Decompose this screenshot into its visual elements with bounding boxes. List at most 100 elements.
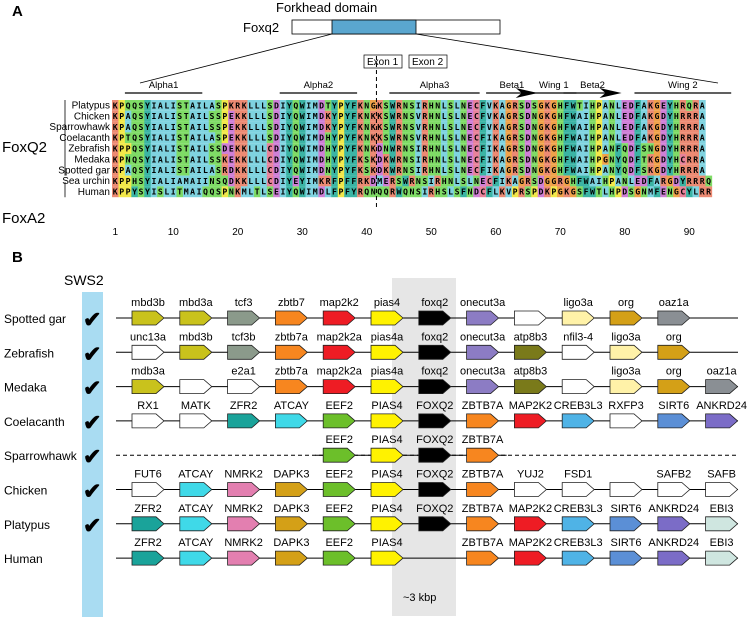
- residue-letter: G: [551, 176, 556, 186]
- residue-letter: D: [274, 133, 279, 143]
- residue-cell: [698, 164, 706, 176]
- residue-cell: [324, 175, 332, 187]
- residue-cell: [215, 132, 222, 144]
- residue-cell: [389, 100, 397, 111]
- residue-letter: H: [590, 133, 595, 143]
- residue-letter: K: [235, 122, 240, 132]
- residue-cell: [544, 100, 551, 111]
- residue-cell: [382, 143, 390, 154]
- residue-letter: A: [700, 111, 705, 121]
- residue-letter: F: [577, 176, 582, 186]
- residue-letter: R: [429, 187, 434, 197]
- gene-arrow: [274, 379, 309, 395]
- residue-cell: [492, 143, 500, 154]
- residue-cell: [582, 110, 590, 122]
- residue-letter: C: [680, 187, 685, 197]
- gene-arrow: [657, 310, 691, 326]
- residue-letter: N: [403, 122, 408, 132]
- residue-cell: [460, 186, 468, 198]
- residue-letter: A: [642, 133, 647, 143]
- residue-cell: [344, 100, 351, 111]
- residue-letter: R: [693, 100, 698, 110]
- residue-cell: [311, 164, 319, 176]
- gene-label: ZFR2: [230, 400, 258, 412]
- residue-letter: A: [700, 154, 705, 164]
- residue-letter: N: [609, 133, 614, 143]
- residue-letter: L: [616, 100, 621, 110]
- residue-letter: L: [255, 144, 260, 154]
- residue-cell: [376, 110, 384, 122]
- residue-letter: G: [551, 154, 556, 164]
- residue-letter: I: [306, 187, 311, 197]
- residue-cell: [215, 154, 222, 165]
- gene-label: ATCAY: [178, 537, 214, 549]
- residue-cell: [531, 186, 538, 198]
- residue-cell: [260, 154, 268, 165]
- residue-letter: R: [680, 133, 685, 143]
- residue-cell: [382, 121, 390, 133]
- residue-cell: [112, 186, 119, 198]
- residue-letter: L: [255, 165, 260, 175]
- residue-cell: [576, 121, 584, 133]
- residue-letter: C: [487, 176, 492, 186]
- residue-letter: P: [222, 133, 227, 143]
- residue-letter: K: [371, 122, 376, 132]
- residue-letter: R: [687, 144, 692, 154]
- gene-label: oaz1a: [707, 366, 738, 378]
- residue-cell: [686, 143, 693, 154]
- residue-letter: A: [158, 122, 163, 132]
- residue-cell: [550, 175, 558, 187]
- residue-cell: [389, 154, 397, 165]
- residue-cell: [286, 154, 293, 165]
- residue-letter: R: [358, 187, 363, 197]
- residue-cell: [331, 100, 339, 111]
- residue-cell: [195, 100, 203, 111]
- residue-letter: H: [558, 144, 563, 154]
- gene-label: ANKRD24: [648, 537, 699, 549]
- residue-letter: F: [480, 133, 485, 143]
- residue-letter: K: [113, 100, 118, 110]
- residue-letter: D: [229, 176, 234, 186]
- residue-letter: K: [648, 100, 653, 110]
- zoom-line-left: [139, 33, 333, 84]
- residue-cell: [195, 110, 203, 122]
- residue-cell: [563, 121, 571, 133]
- residue-cell: [234, 186, 242, 198]
- residue-letter: R: [519, 187, 524, 197]
- residue-letter: K: [229, 100, 234, 110]
- residue-cell: [402, 164, 409, 176]
- residue-letter: H: [326, 133, 331, 143]
- gene-label: FOXQ2: [416, 503, 453, 515]
- gap-label: ~3 kbp: [403, 592, 436, 604]
- residue-cell: [589, 164, 597, 176]
- gene-arrow: [657, 379, 691, 395]
- residue-cell: [228, 121, 235, 133]
- species-label-b: Platypus: [4, 518, 50, 532]
- residue-letter: L: [455, 111, 460, 121]
- residue-cell: [550, 186, 558, 198]
- residue-cell: [350, 121, 358, 133]
- residue-letter: L: [616, 133, 621, 143]
- residue-cell: [234, 154, 242, 165]
- residue-cell: [660, 175, 667, 187]
- residue-cell: [569, 143, 577, 154]
- residue-letter: K: [326, 122, 331, 132]
- residue-cell: [182, 164, 190, 176]
- residue-letter: I: [280, 165, 285, 175]
- residue-letter: L: [255, 176, 260, 186]
- residue-letter: A: [513, 176, 518, 186]
- residue-cell: [241, 154, 248, 165]
- residue-cell: [518, 164, 526, 176]
- residue-letter: L: [164, 100, 169, 110]
- residue-cell: [260, 175, 268, 187]
- residue-cell: [124, 154, 132, 165]
- residue-cell: [337, 175, 345, 187]
- residue-cell: [176, 121, 184, 133]
- residue-cell: [344, 154, 351, 165]
- residue-letter: Y: [145, 111, 150, 121]
- residue-cell: [440, 186, 448, 198]
- residue-letter: Y: [145, 133, 150, 143]
- residue-cell: [118, 143, 126, 154]
- residue-letter: G: [538, 111, 543, 121]
